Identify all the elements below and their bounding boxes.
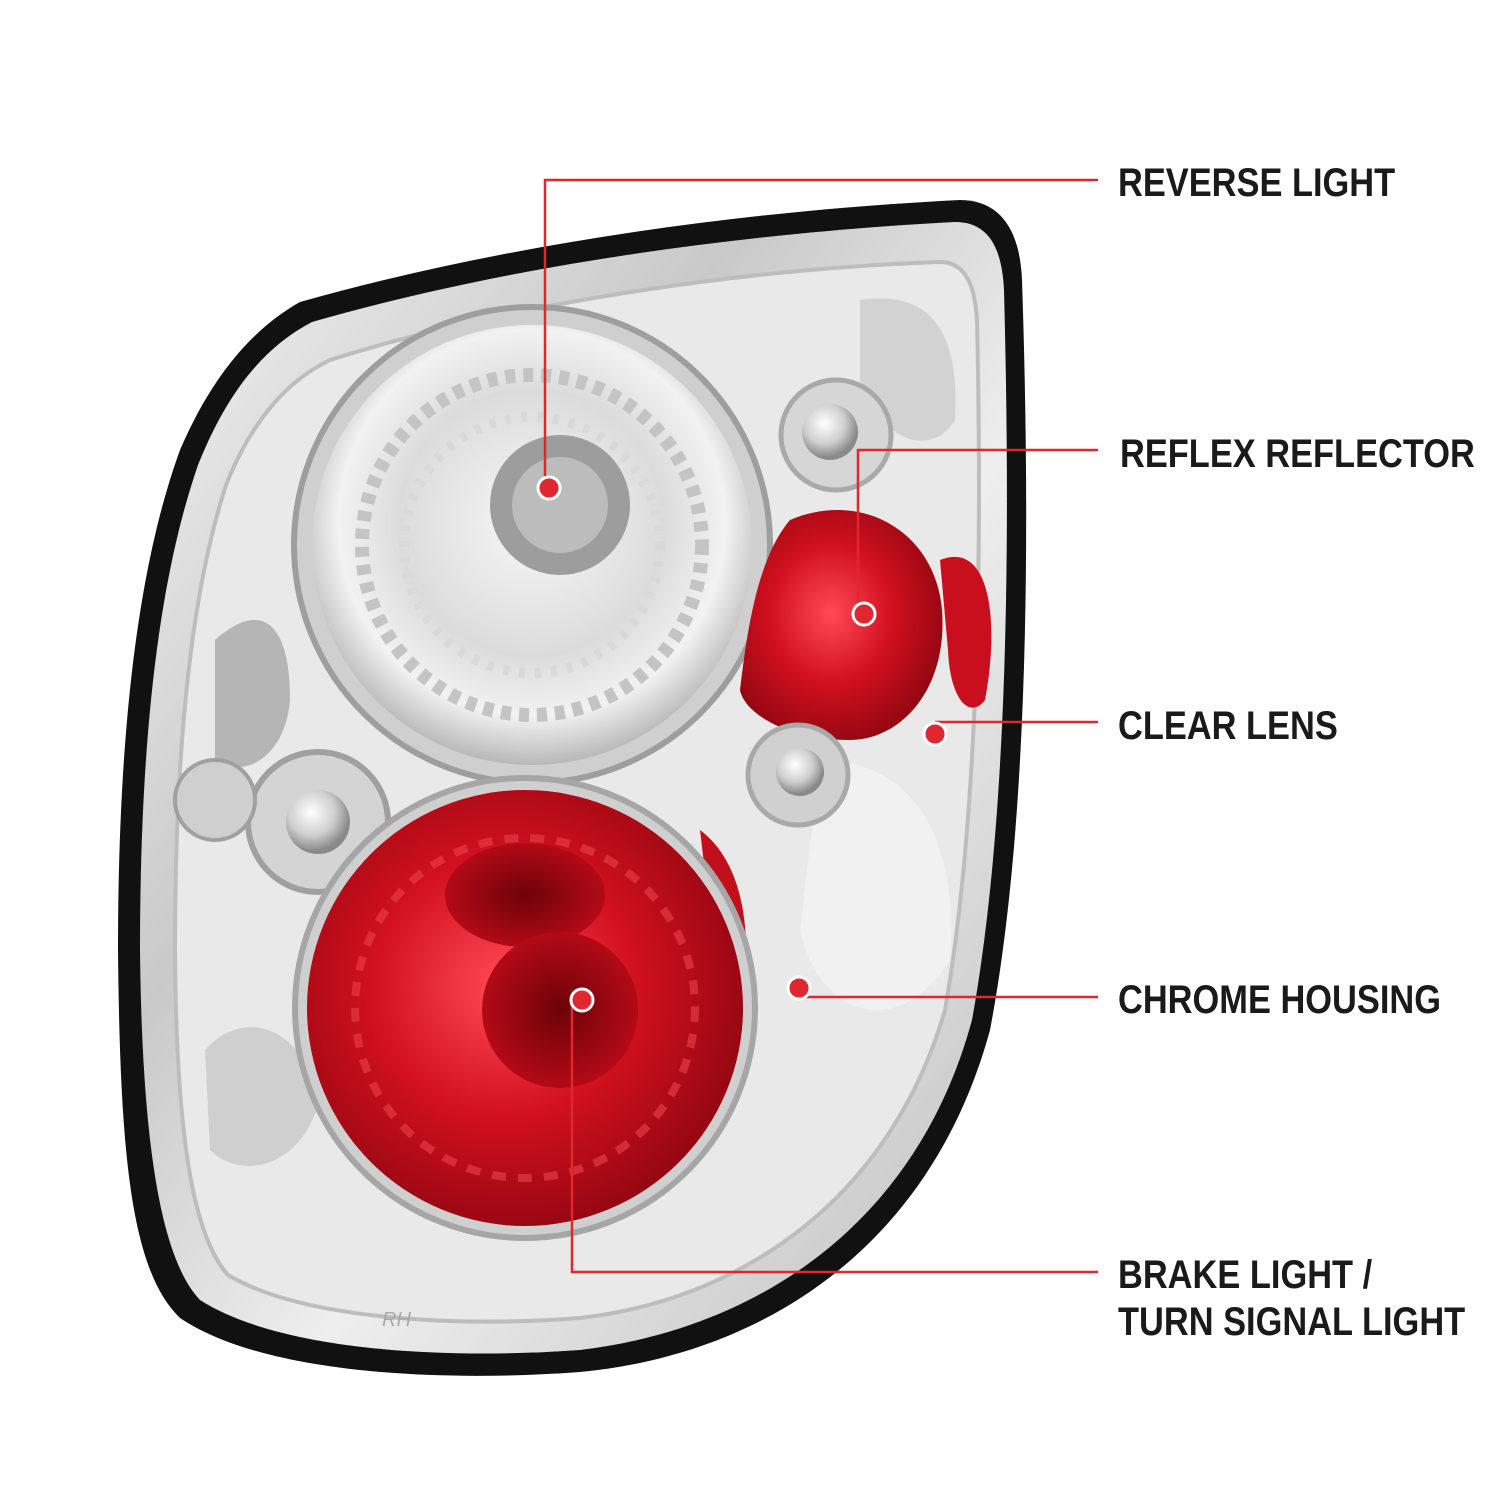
reverse-light-leader [543, 178, 1098, 488]
reverse-lamp-facets [355, 368, 709, 722]
reflex-reflector-lens [740, 510, 943, 740]
reverse-lamp-facets [399, 412, 665, 678]
brake-lamp-facets [351, 834, 699, 1182]
brake-turn-dot [569, 987, 595, 1013]
brake-lamp-cup [482, 932, 638, 1088]
chrome-housing-dot [786, 975, 812, 1001]
chrome-housing-label: CHROME HOUSING [1118, 978, 1441, 1022]
side-marking: RH [382, 1309, 411, 1331]
bulb-socket [173, 758, 257, 842]
reflection-shape [205, 1027, 320, 1166]
reflex-reflector-edge [940, 556, 992, 708]
callout-lines [543, 178, 1098, 1274]
reverse-light-label: REVERSE LIGHT [1118, 161, 1396, 205]
callout-dots [536, 475, 948, 1013]
reverse-lamp-bulb-well [512, 457, 608, 553]
bulb [776, 748, 824, 796]
reverse-light-dot [536, 475, 562, 501]
turn-signal-light-label: TURN SIGNAL LIGHT [1118, 1300, 1466, 1344]
bulb [802, 404, 858, 460]
brake-light-label: BRAKE LIGHT / [1118, 1253, 1373, 1297]
reflex-reflector-label: REFLEX REFLECTOR [1120, 432, 1475, 476]
bulb [286, 790, 350, 854]
clear-lens-label: CLEAR LENS [1118, 704, 1338, 748]
reflection-shape [800, 760, 952, 1011]
brake-turn-leader [570, 1000, 1098, 1274]
brake-lamp-cup [445, 843, 605, 947]
reflex-reflector-dot [851, 601, 877, 627]
reflex-reflector-leader [856, 448, 1098, 612]
clear-lens-dot [922, 721, 948, 747]
reflection-shape [215, 620, 290, 768]
